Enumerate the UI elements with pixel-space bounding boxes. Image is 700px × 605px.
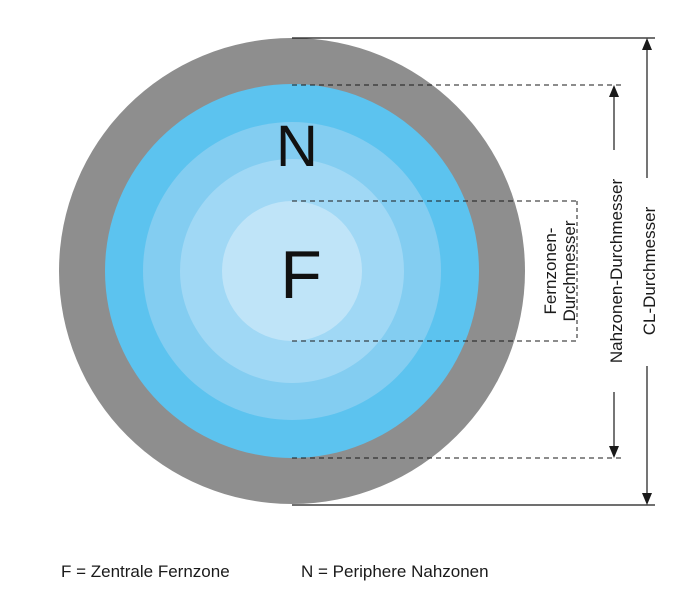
- legend-far-zone: F = Zentrale Fernzone: [61, 562, 230, 581]
- far-zone-diameter-label-line1: Fernzonen-: [541, 228, 560, 315]
- far-zone-letter: F: [280, 237, 322, 313]
- legend-near-zone: N = Periphere Nahzonen: [301, 562, 489, 581]
- near-zone-arrowhead-up: [609, 85, 619, 97]
- near-zone-letter: N: [276, 114, 318, 179]
- cl-diameter-label: CL-Durchmesser: [640, 206, 659, 335]
- near-zone-arrowhead-down: [609, 446, 619, 458]
- near-zone-diameter-label: Nahzonen-Durchmesser: [607, 179, 626, 364]
- far-zone-diameter-label-line2: Durchmesser: [560, 220, 579, 321]
- cl-arrowhead-up: [642, 38, 652, 50]
- far-zone-center: [222, 201, 362, 341]
- cl-arrowhead-down: [642, 493, 652, 505]
